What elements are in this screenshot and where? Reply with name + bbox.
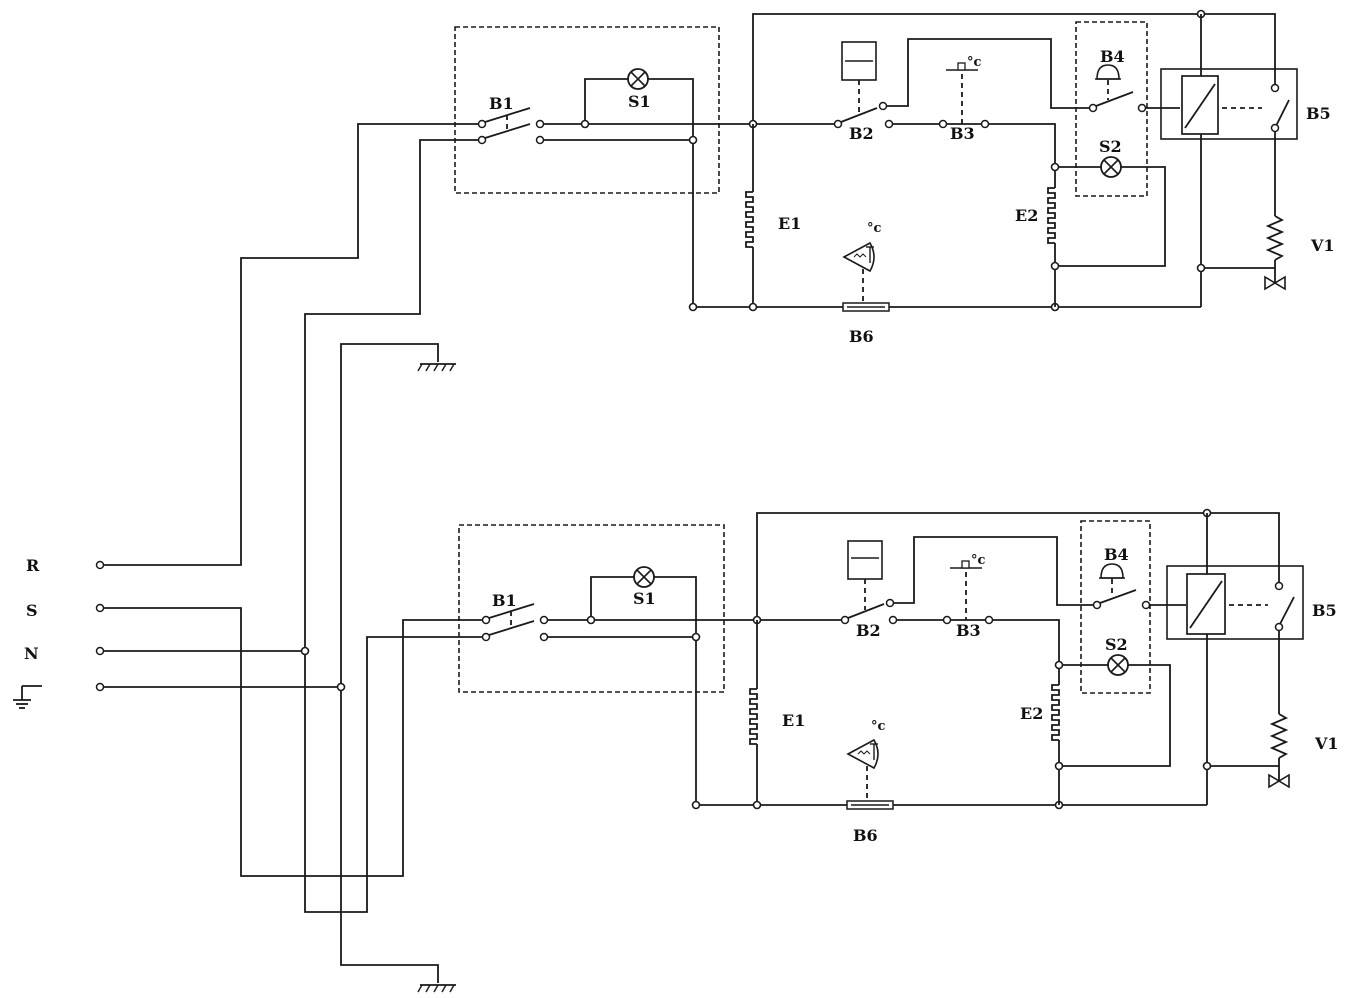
alarm-box — [1080, 520, 1151, 694]
degree-label: °c — [867, 221, 882, 236]
phase-r-label: R — [26, 556, 40, 575]
supply-terminals: R S N — [13, 556, 105, 709]
switch-b2-label: B2 — [856, 621, 881, 640]
temperature-probe-icon — [847, 739, 879, 769]
ground-icon — [417, 363, 457, 372]
bell-icon — [1094, 64, 1122, 80]
terminal-n — [95, 646, 105, 656]
heater-e1-label: E1 — [778, 214, 801, 233]
breaker-panel-box — [458, 524, 725, 693]
lamp-icon — [633, 566, 655, 588]
probe-b6-label: B6 — [849, 327, 874, 346]
degree-label: °c — [971, 553, 986, 568]
heater-e2-label: E2 — [1015, 206, 1038, 225]
breaker-b1: B1 — [477, 94, 545, 145]
alarm-box — [1075, 21, 1148, 197]
temperature-probe-icon — [843, 242, 875, 272]
relay-b5-housing — [1160, 68, 1298, 140]
thermostat-b3-label: B3 — [950, 124, 975, 143]
neutral-label: N — [24, 644, 39, 663]
phase-s-label: S — [26, 601, 38, 620]
relay-b5-housing — [1166, 565, 1304, 640]
valve-v1-label: V1 — [1310, 236, 1335, 255]
lamp-icon — [1100, 156, 1122, 178]
lamp-alarm-label: S2 — [1105, 635, 1128, 654]
bell-icon — [1098, 563, 1126, 579]
control-circuit-lower: B1 S1 E1 °c B6 B2 — [458, 508, 1339, 845]
lamp-power-label: S1 — [633, 589, 656, 608]
alarm-switch-b4-label: B4 — [1100, 47, 1125, 66]
lamp-alarm-label: S2 — [1099, 137, 1122, 156]
terminal-s — [95, 603, 105, 613]
heater-e2-label: E2 — [1020, 704, 1043, 723]
breaker-b1: B1 — [481, 591, 549, 642]
heater-e1-label: E1 — [782, 711, 805, 730]
lamp-icon — [627, 68, 649, 90]
breaker-label: B1 — [492, 591, 517, 610]
lamp-icon — [1107, 654, 1129, 676]
degree-label: °c — [967, 55, 982, 70]
breaker-panel-box — [454, 26, 720, 194]
breaker-label: B1 — [489, 94, 514, 113]
ground-icon — [417, 984, 457, 993]
probe-b6-label: B6 — [853, 826, 878, 845]
level-switch-box — [847, 540, 883, 580]
degree-label: °c — [871, 719, 886, 734]
control-circuit-upper: B1 S1 E1 °c B6 — [454, 9, 1335, 346]
earth-ground-icon — [13, 685, 42, 709]
terminal-r — [95, 560, 105, 570]
valve-v1-label: V1 — [1314, 734, 1339, 753]
relay-b5-label: B5 — [1312, 601, 1337, 620]
relay-b5-label: B5 — [1306, 104, 1331, 123]
supply-wiring — [104, 123, 484, 993]
alarm-switch-b4-label: B4 — [1104, 545, 1129, 564]
thermostat-b3-label: B3 — [956, 621, 981, 640]
switch-b2-label: B2 — [849, 124, 874, 143]
terminal-pe — [95, 682, 105, 692]
lamp-power-label: S1 — [628, 92, 651, 111]
